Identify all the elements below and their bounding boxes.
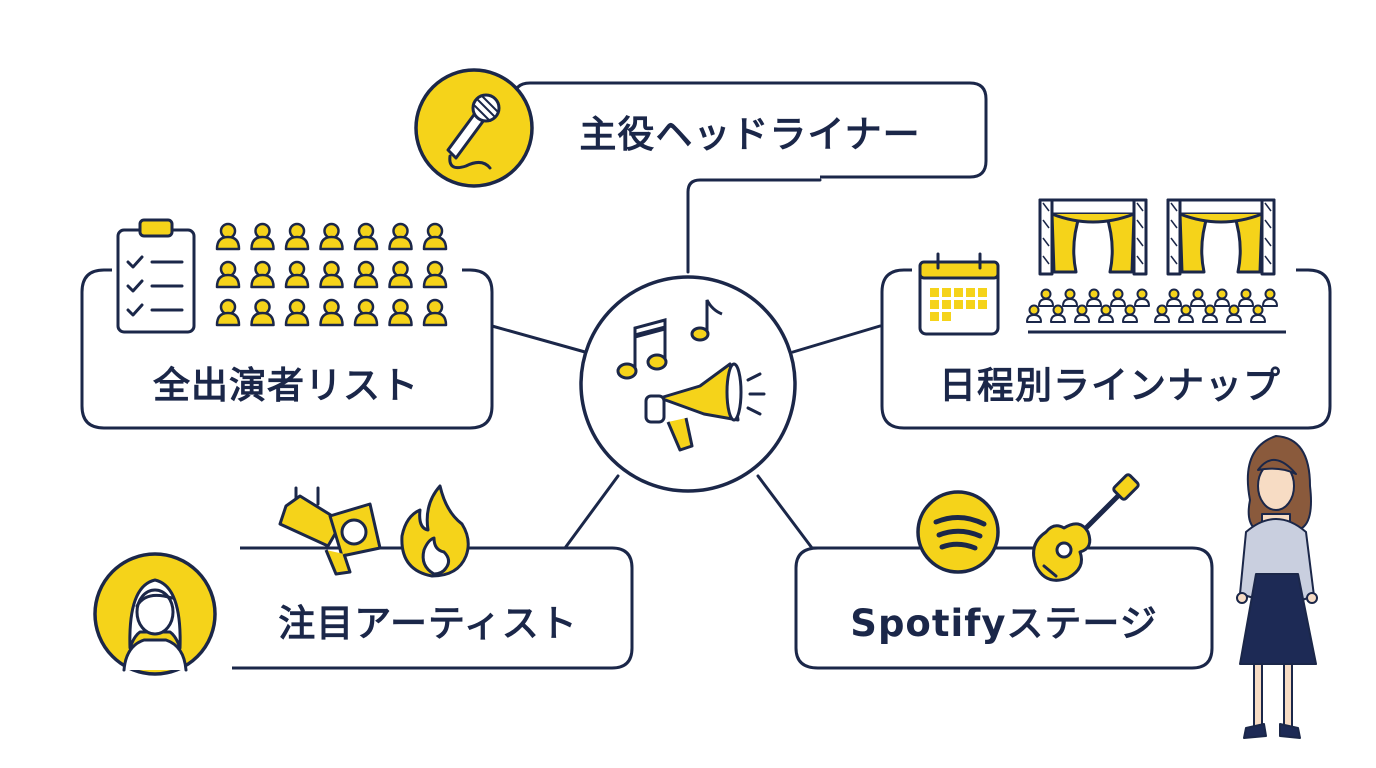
audience-person-icon [1110, 288, 1126, 307]
person-icon [353, 298, 379, 327]
person-icon [250, 260, 275, 289]
all-performers-box [80, 268, 494, 430]
connector-bottom-left [563, 474, 620, 550]
boxes [80, 81, 1332, 670]
headliners-box [530, 81, 988, 179]
audience-person-icon [1122, 304, 1138, 323]
audience-person-icon [1178, 304, 1194, 323]
person-icon [422, 222, 448, 251]
person-icon [353, 260, 379, 289]
audience-person-icon [1038, 288, 1054, 307]
person-icon [388, 298, 413, 327]
connector-bottom-right [756, 474, 814, 550]
presenter-woman-icon [1236, 435, 1318, 739]
center-hub [579, 275, 797, 493]
audience-person-icon [1250, 304, 1266, 323]
person-icon [250, 298, 275, 327]
audience-person-icon [1062, 288, 1078, 307]
woman-avatar-icon [93, 552, 217, 676]
stage-crowd-icon [1026, 198, 1158, 334]
headliners-label: 主役ヘッドライナー [579, 113, 921, 156]
audience-person-icon [1074, 304, 1090, 323]
daily-lineup-label: 日程別ラインナップ [939, 364, 1281, 407]
daily-lineup-box [880, 268, 1332, 430]
person-icon [319, 260, 344, 289]
calendar-icon [918, 252, 1000, 336]
person-icon [284, 298, 310, 327]
person-icon [319, 298, 344, 327]
person-icon [250, 222, 275, 251]
person-icon [388, 222, 413, 251]
audience-person-icon [1226, 304, 1242, 323]
audience-person-icon [1154, 304, 1170, 323]
stage-crowd-icon [1154, 198, 1286, 334]
spotify-stage-box [794, 546, 1214, 670]
connectors [490, 178, 882, 550]
person-icon [388, 260, 413, 289]
audience-person-icon [1134, 288, 1150, 307]
music-notes-icon [616, 299, 723, 380]
person-icon [284, 260, 310, 289]
person-icon [215, 260, 241, 289]
clipboard-checklist-icon [116, 218, 196, 334]
spotlight-icon [278, 486, 382, 576]
spotify-stage-label: Spotifyステージ [850, 602, 1158, 645]
flame-icon [400, 484, 470, 578]
person-icon [422, 298, 448, 327]
featured-artists-label: 注目アーティスト [278, 602, 578, 645]
audience-person-icon [1166, 288, 1182, 307]
all-performers-label: 全出演者リスト [153, 364, 419, 407]
microphone-icon [414, 68, 534, 188]
audience-person-icon [1086, 288, 1102, 307]
person-icon [319, 222, 344, 251]
audience-person-icon [1098, 304, 1114, 323]
person-icon [284, 222, 310, 251]
featured-artists-box [232, 546, 634, 670]
connector-left [490, 324, 587, 354]
connector-right [791, 324, 882, 354]
spotify-icon [916, 490, 1000, 574]
audience-person-icon [1026, 304, 1042, 323]
audience-person-icon [1214, 288, 1230, 307]
audience-person-icon [1190, 288, 1206, 307]
person-icon [215, 298, 241, 327]
people-grid-icon [215, 222, 448, 327]
connector-top [686, 178, 822, 274]
person-icon [353, 222, 379, 251]
audience-person-icon [1050, 304, 1066, 323]
person-icon [422, 260, 448, 289]
guitar-icon [1032, 473, 1140, 582]
megaphone-icon [644, 362, 766, 452]
audience-person-icon [1262, 288, 1278, 307]
person-icon [215, 222, 241, 251]
audience-person-icon [1238, 288, 1254, 307]
audience-person-icon [1202, 304, 1218, 323]
